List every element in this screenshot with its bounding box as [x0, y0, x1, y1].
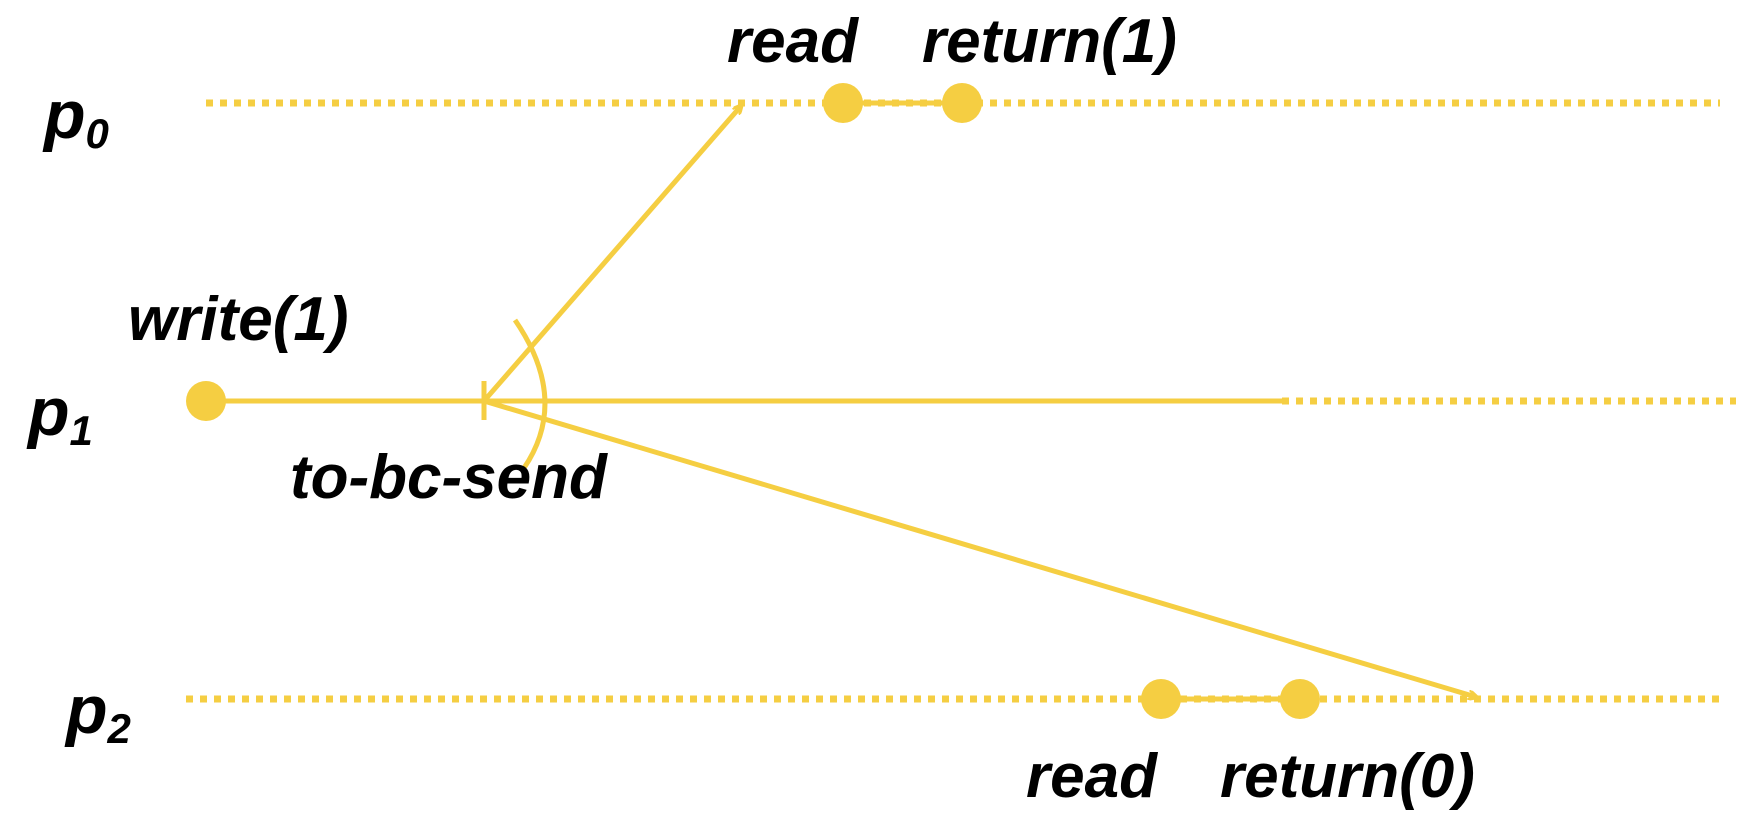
p1-write-label: write(1)	[128, 285, 348, 354]
message-arrow-to-p0	[482, 106, 741, 403]
p2-read-label: read	[1026, 742, 1158, 811]
p2-return-event	[1280, 679, 1320, 719]
p0-read-label: read	[727, 7, 859, 76]
p1-write-event	[186, 381, 226, 421]
broadcast-arc	[512, 318, 548, 470]
process-label-p2: p2	[64, 672, 131, 752]
message-arrow-to-p2	[483, 398, 1476, 697]
p0-read-event	[823, 83, 863, 123]
process-label-p0: p0	[42, 77, 109, 157]
process-label-p1: p1	[26, 374, 93, 454]
p2-return-label: return(0)	[1220, 742, 1475, 811]
p2-read-event	[1141, 679, 1181, 719]
p0-return-event	[942, 83, 982, 123]
p1-send-label: to-bc-send	[290, 443, 608, 512]
p0-return-label: return(1)	[922, 7, 1177, 76]
